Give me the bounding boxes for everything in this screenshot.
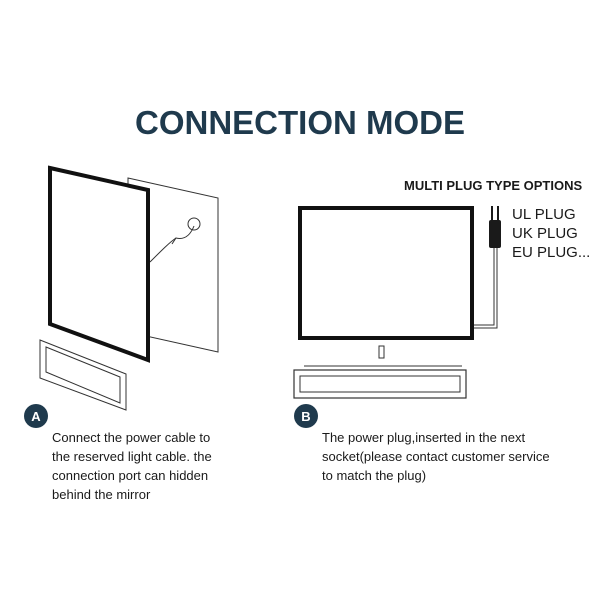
plug-options-list: UL PLUG UK PLUG EU PLUG... — [512, 205, 590, 262]
step-b-badge: B — [294, 404, 318, 428]
mirror-stand — [39, 339, 127, 411]
step-a-caption: Connect the power cable to the reserved … — [52, 428, 277, 504]
step-b-line-2: socket(please contact customer service — [322, 449, 550, 464]
page-title: CONNECTION MODE — [135, 104, 465, 141]
power-cord — [474, 248, 495, 326]
base-stand — [293, 369, 467, 399]
base-stand-inner — [299, 375, 461, 393]
mirror-stand-inner — [45, 346, 121, 404]
step-b-caption: The power plug,inserted in the next sock… — [322, 428, 582, 485]
step-a-line-1: Connect the power cable to — [52, 430, 211, 445]
socket-hole — [187, 217, 201, 231]
mirror-front — [298, 206, 474, 340]
mirror-frame — [48, 165, 150, 363]
connector — [378, 345, 385, 359]
plug-option-ul: UL PLUG — [512, 206, 576, 223]
plug-option-eu: EU PLUG... — [512, 244, 591, 261]
step-b-line-1: The power plug,inserted in the next — [322, 430, 526, 445]
step-b-line-3: to match the plug) — [322, 468, 427, 483]
step-a-line-2: the reserved light cable. the — [52, 449, 212, 464]
step-a-line-4: behind the mirror — [52, 487, 151, 502]
reserved-cable — [171, 225, 195, 245]
plug-option-uk: UK PLUG — [512, 225, 578, 242]
reserved-cable-2 — [149, 237, 177, 263]
power-cord-2 — [474, 248, 498, 329]
plug-options-heading: MULTI PLUG TYPE OPTIONS — [404, 178, 583, 193]
step-a-badge: A — [24, 404, 48, 428]
step-a-line-3: connection port can hidden — [52, 468, 209, 483]
plug-body — [489, 220, 501, 248]
